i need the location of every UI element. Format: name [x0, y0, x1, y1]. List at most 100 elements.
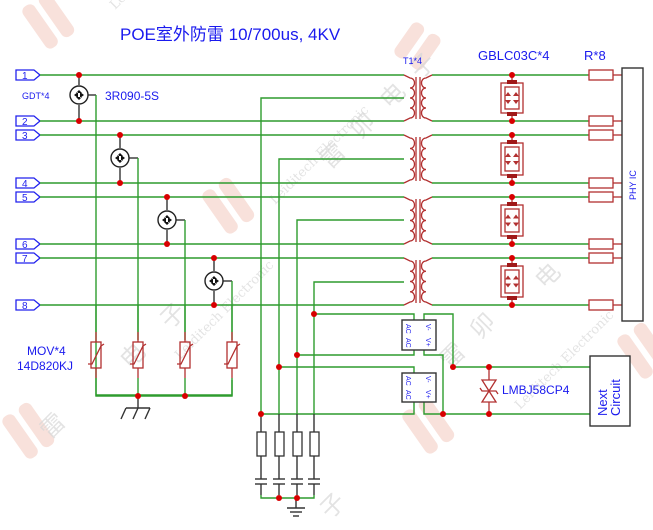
resistor-7 — [588, 252, 622, 264]
bridge-rectifier-1: AC AC V- V+ — [401, 319, 437, 351]
watermark-text: 电 — [374, 77, 411, 114]
diode-icon — [505, 153, 511, 157]
junction-dot — [117, 180, 123, 186]
resistor-4 — [588, 177, 622, 189]
transformer-2 — [403, 134, 433, 184]
junction-dot — [311, 311, 317, 317]
primary-coil — [403, 257, 416, 306]
junction-dots — [76, 72, 515, 501]
center-tap-wires — [260, 97, 404, 414]
watermark-text: 雷 — [314, 137, 351, 174]
chassis-ground-icon — [120, 396, 151, 420]
watermark-logo — [402, 397, 455, 454]
rc-branch-4 — [308, 414, 320, 495]
mov-4 — [224, 341, 241, 369]
bridge-pin-vminus: V- — [424, 376, 431, 383]
junction-dot — [509, 194, 515, 200]
tvs-array-3 — [500, 197, 524, 244]
watermark-logo — [22, 0, 75, 49]
junction-dot — [509, 302, 515, 308]
resistor-3 — [588, 129, 622, 141]
junction-dot — [76, 118, 82, 124]
watermark-logo — [394, 22, 441, 70]
junction-dot — [509, 241, 515, 247]
next-circuit-label: Next — [595, 389, 610, 416]
port-4: 4 — [15, 177, 42, 190]
diode-icon — [505, 222, 511, 227]
diode-icon — [505, 214, 511, 219]
resistor-body — [588, 299, 614, 311]
tvs-diode-label: LMBJ58CP4 — [502, 383, 570, 397]
tvs-diode — [479, 367, 499, 414]
mov-1 — [88, 341, 105, 369]
junction-dot — [509, 180, 515, 186]
transformer-1 — [403, 74, 433, 122]
diode-icon — [513, 275, 519, 280]
diode-icon — [513, 283, 519, 288]
junction-dot — [258, 411, 264, 417]
port-5: 5 — [15, 191, 42, 204]
junction-dot — [509, 132, 515, 138]
secondary-coil — [420, 134, 433, 184]
gdt-3 — [157, 210, 177, 230]
resistor-5 — [588, 191, 622, 203]
junction-dot — [276, 495, 282, 501]
diode-icon — [513, 100, 519, 104]
transformer-label: T1*4 — [403, 56, 422, 66]
port-number: 5 — [22, 193, 28, 204]
diode-icon — [505, 100, 511, 104]
bridge-pin-ac: AC — [404, 324, 411, 334]
diode-icon — [513, 92, 519, 96]
diode-icon — [513, 153, 519, 157]
resistor-body — [588, 115, 614, 127]
bridge-pin-ac: AC — [404, 338, 411, 348]
bridge-pin-vplus: V+ — [424, 390, 431, 399]
bridge-pin-ac: AC — [404, 376, 411, 386]
resistor-8 — [588, 299, 622, 311]
junction-dot — [164, 241, 170, 247]
rc-branch-3 — [291, 414, 303, 495]
resistor-2 — [588, 115, 622, 127]
bridge-pin-ac: AC — [404, 390, 411, 400]
watermark-text: 卯 — [464, 307, 501, 344]
junction-dot — [294, 495, 300, 501]
port-3: 3 — [15, 129, 42, 142]
line-wires — [40, 74, 404, 306]
port-number: 4 — [22, 179, 28, 190]
bridge-wiring — [261, 313, 590, 415]
watermark-logo — [617, 322, 653, 379]
rc-branch-2 — [273, 414, 285, 495]
port-number: 1 — [22, 71, 28, 82]
gdt-1 — [69, 85, 89, 105]
junction-dot — [135, 393, 141, 399]
port-1: 1 — [15, 69, 42, 82]
resistor-body — [588, 238, 614, 250]
gdt-4 — [204, 271, 224, 291]
resistor-1 — [588, 69, 622, 81]
secondary-coil — [420, 196, 433, 245]
resistor-body — [588, 191, 614, 203]
tvs-body — [500, 142, 524, 176]
resistor-body — [588, 177, 614, 189]
resistor-6 — [588, 238, 622, 250]
port-6: 6 — [15, 238, 42, 251]
next-circuit-block: Next Circuit — [589, 355, 631, 427]
diode-icon — [505, 161, 511, 165]
watermark-logo — [2, 402, 55, 459]
resistor-label: R*8 — [584, 48, 606, 63]
next-circuit-label: Circuit — [608, 379, 623, 416]
gdt-count-label: GDT*4 — [22, 91, 50, 101]
mov-part-label: 14D820KJ — [17, 359, 73, 373]
junction-dot — [182, 393, 188, 399]
diode-icon — [513, 214, 519, 219]
port-number: 2 — [22, 117, 28, 128]
resistor-body — [256, 431, 267, 457]
port-number: 7 — [22, 254, 28, 265]
transformer-3 — [403, 196, 433, 245]
watermark-text: 电 — [529, 257, 566, 294]
junction-dot — [164, 194, 170, 200]
mov-2 — [130, 341, 147, 369]
resistor-body — [292, 431, 303, 457]
watermark-text: 卯 — [344, 107, 381, 144]
bridge-rectifier-2: AC AC V- V+ — [401, 372, 437, 403]
